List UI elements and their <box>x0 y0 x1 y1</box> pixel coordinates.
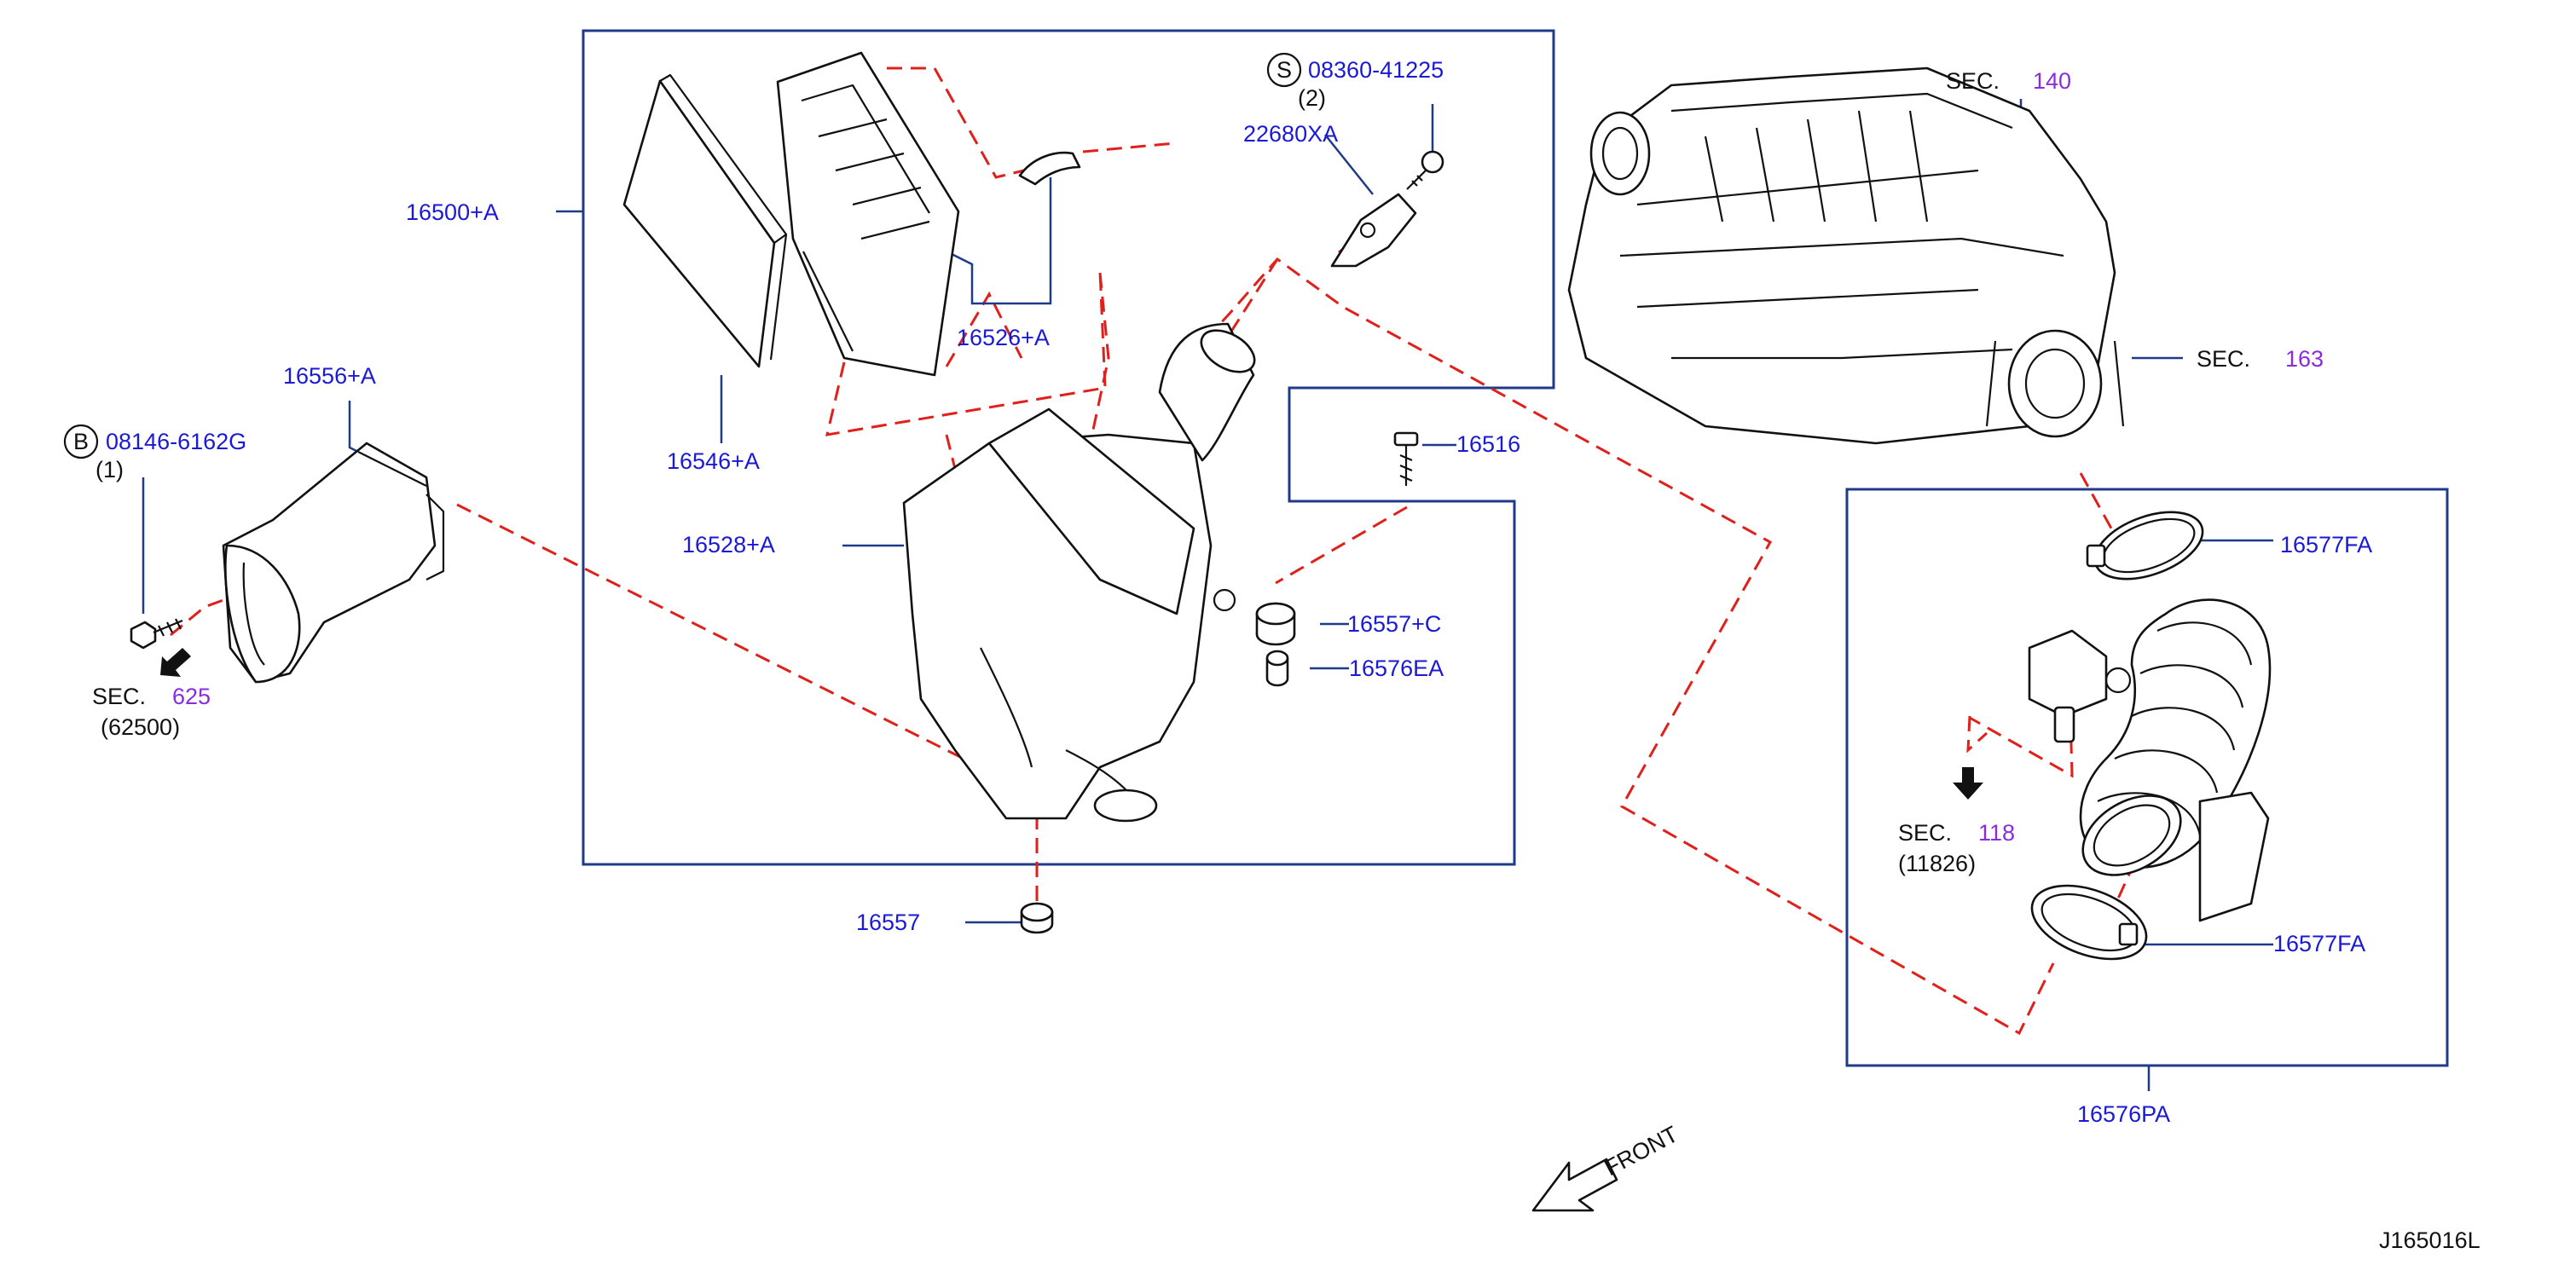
label-16577fa-bottom: 16577FA <box>2273 931 2365 956</box>
sec-625-prefix: SEC. <box>92 684 146 709</box>
front-arrow <box>1531 1158 1618 1212</box>
label-08146-6162g: 08146-6162G <box>106 429 246 454</box>
sec-118-sub: (11826) <box>1898 851 1976 876</box>
label-16500a: 16500+A <box>406 199 499 225</box>
label-08360-qty: (2) <box>1298 85 1326 111</box>
hose-clamp-bottom <box>2030 884 2148 961</box>
label-16556a: 16556+A <box>283 363 376 389</box>
intake-manifold <box>1567 66 2125 445</box>
label-22680xa: 22680XA <box>1243 121 1338 147</box>
diagram-id: J165016L <box>2379 1227 2480 1253</box>
label-16557c: 16557+C <box>1347 611 1441 637</box>
sec-625-number: 625 <box>172 684 211 709</box>
sec-163-prefix: SEC. <box>2197 346 2250 372</box>
grommet-c <box>1255 602 1296 646</box>
intake-duct-assembly-frame <box>1845 488 2449 1067</box>
air-intake-hose <box>2028 598 2272 922</box>
b-prefix-circle <box>63 424 99 459</box>
label-16576ea: 16576EA <box>1349 656 1444 681</box>
sec-625-arrow <box>160 648 191 677</box>
sec-140-number: 140 <box>2033 68 2071 94</box>
air-inlet-duct <box>222 442 445 684</box>
label-08360-41225: 08360-41225 <box>1308 57 1444 83</box>
hose-clamp-top <box>2086 511 2204 581</box>
air-cleaner-body <box>902 322 1256 823</box>
label-16557: 16557 <box>856 910 920 935</box>
mass-air-flow-sensor <box>1330 193 1417 268</box>
sec-118-prefix: SEC. <box>1898 820 1952 846</box>
air-cleaner-assembly-frame <box>582 29 1555 866</box>
front-label: FRONT <box>1601 1121 1682 1181</box>
sec-118-arrow <box>1953 767 1983 800</box>
sec-163-number: 163 <box>2285 346 2324 372</box>
collar <box>1265 650 1289 687</box>
sec-118-number: 118 <box>1978 820 2015 846</box>
s-prefix-letter: S <box>1276 57 1292 83</box>
air-cleaner-cover <box>776 51 960 377</box>
mounting-bolt <box>1393 431 1419 486</box>
air-filter-element <box>622 73 788 368</box>
label-08146-qty: (1) <box>96 457 124 482</box>
label-16576pa: 16576PA <box>2077 1101 2170 1127</box>
sensor-screw <box>1406 150 1444 190</box>
label-16577fa-top: 16577FA <box>2280 532 2372 557</box>
sec-625-sub: (62500) <box>101 714 180 740</box>
b-prefix-letter: B <box>73 429 89 454</box>
label-16516: 16516 <box>1456 431 1520 457</box>
grommet <box>1020 902 1054 934</box>
s-prefix-circle <box>1266 52 1302 88</box>
label-16526a: 16526+A <box>957 325 1050 350</box>
duct-clip <box>1018 151 1081 186</box>
label-16528a: 16528+A <box>682 532 775 557</box>
duct-bolt <box>130 618 183 650</box>
sec-140-prefix: SEC. <box>1946 68 2000 94</box>
label-16546a: 16546+A <box>667 448 760 474</box>
